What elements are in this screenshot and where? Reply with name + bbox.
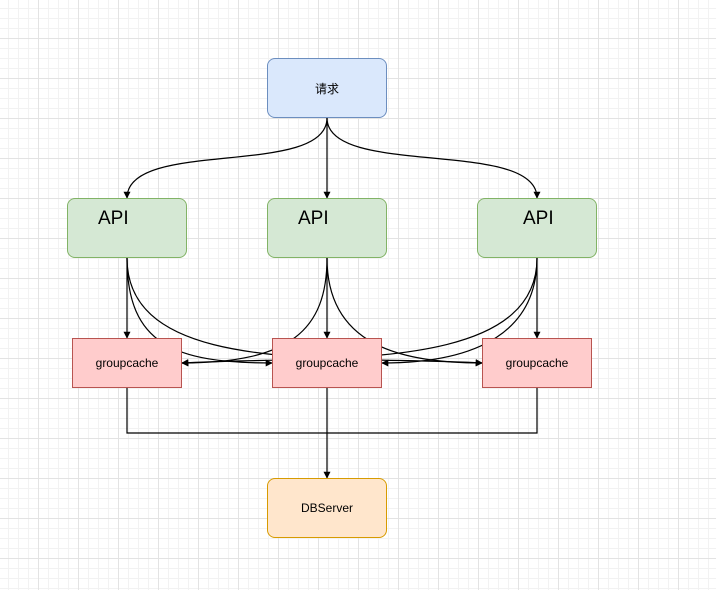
- groupcache-label: groupcache: [505, 356, 569, 370]
- api-node-1[interactable]: API: [67, 198, 187, 258]
- api-label: API: [523, 208, 554, 229]
- api-node-2[interactable]: API: [267, 198, 387, 258]
- edge-request-api-3: [326, 117, 541, 199]
- edge-api3-cache1: [181, 257, 538, 367]
- edge-request-api-1: [123, 117, 328, 199]
- groupcache-label: groupcache: [95, 356, 159, 370]
- dbserver-label: DBServer: [300, 501, 353, 515]
- groupcache-node-3[interactable]: groupcache: [482, 338, 592, 388]
- edge-cache3-db: [327, 388, 538, 434]
- edge-cache1-db: [126, 388, 327, 434]
- edge-api3-cache2: [381, 257, 538, 367]
- api-node-3[interactable]: API: [477, 198, 597, 258]
- request-node[interactable]: 请求: [267, 58, 387, 118]
- groupcache-label: groupcache: [295, 356, 359, 370]
- groupcache-node-2[interactable]: groupcache: [272, 338, 382, 388]
- api-label: API: [98, 208, 129, 229]
- api-label: API: [298, 208, 329, 229]
- dbserver-node[interactable]: DBServer: [267, 478, 387, 538]
- request-label: 请求: [314, 81, 339, 96]
- groupcache-node-1[interactable]: groupcache: [72, 338, 182, 388]
